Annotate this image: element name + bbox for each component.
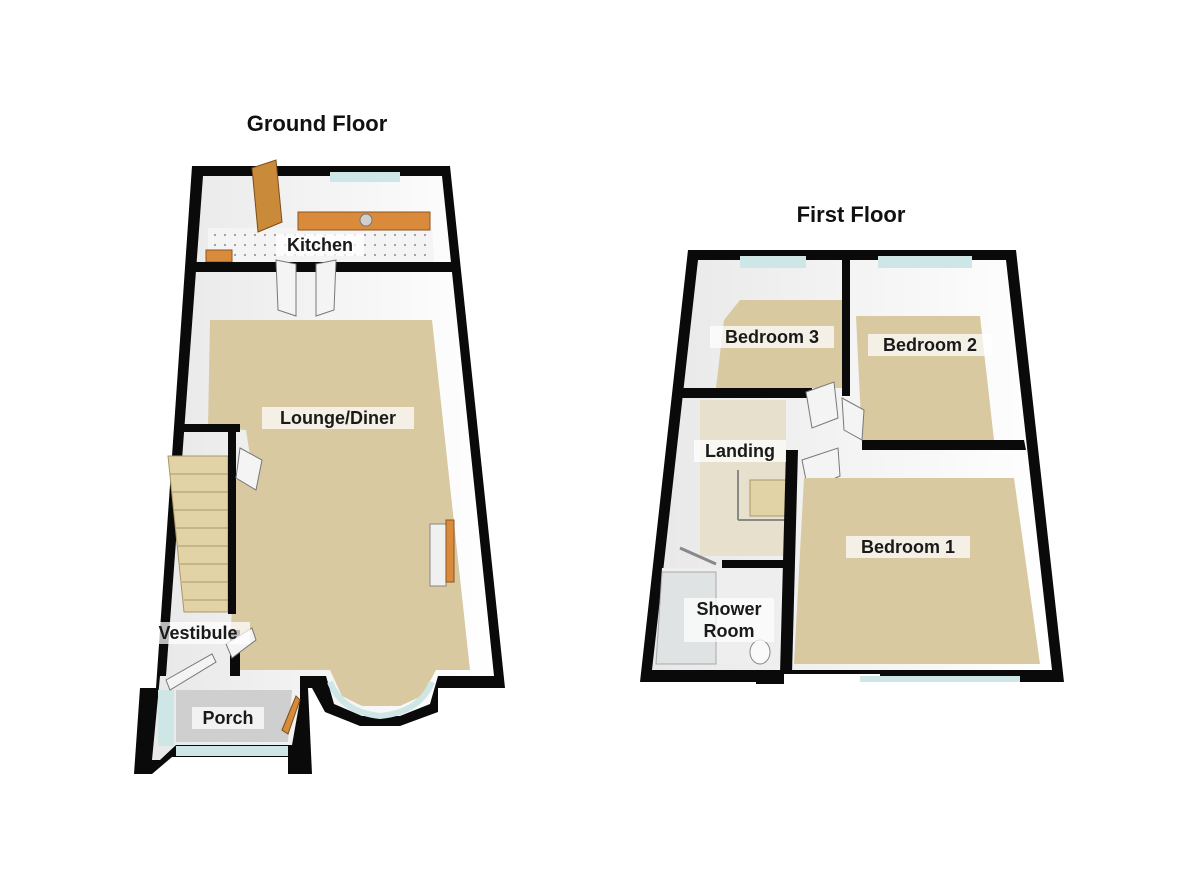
bedroom-1-label: Bedroom 1: [861, 537, 955, 557]
stair-top-wall: [178, 424, 240, 432]
kitchen-sink: [359, 213, 373, 227]
hall-door: [235, 447, 263, 491]
kitchen-window: [330, 172, 400, 182]
lounge-door-right: [315, 259, 337, 317]
porch-inner-door: [165, 653, 217, 691]
porch-label: Porch: [202, 708, 253, 728]
landing-floor: [700, 400, 786, 556]
first-floor-title: First Floor: [797, 202, 906, 227]
bedroom-3-window: [740, 256, 806, 268]
landing-label: Landing: [705, 441, 775, 461]
ground-floor-title: Ground Floor: [247, 111, 388, 136]
vestibule-label: Vestibule: [158, 623, 237, 643]
bedroom-3-label: Bedroom 3: [725, 327, 819, 347]
bedroom-2-door: [841, 397, 865, 441]
landing-stair-rail: [737, 470, 787, 521]
first-floor-plan: [640, 250, 1064, 684]
bedroom-2-label: Bedroom 2: [883, 335, 977, 355]
kitchen-back-door: [251, 159, 283, 233]
lounge-diner-floor: [208, 320, 470, 706]
stair-enclosure-wall: [228, 430, 236, 614]
bedroom-2-window: [878, 256, 972, 268]
bedroom-2-1-partition: [862, 440, 1026, 450]
bay-window: [327, 680, 435, 720]
bedroom-3-landing-partition: [682, 388, 812, 398]
shower-room-partition: [722, 560, 788, 568]
shower-room-label-line-1: Shower: [696, 599, 761, 619]
bedroom-1-floor: [794, 478, 1040, 664]
lounge-door-left: [275, 259, 297, 317]
porch-front-window: [176, 746, 288, 756]
porch-door: [281, 695, 301, 735]
toilet: [749, 639, 771, 665]
bedroom-1-window: [860, 676, 1020, 682]
lounge-sideboard: [429, 523, 447, 587]
shower-room-label-line-2: Room: [704, 621, 755, 641]
bedroom-3-door: [805, 381, 839, 429]
lounge-sideboard-top: [445, 519, 455, 583]
shower-room-door: [679, 546, 717, 566]
kitchen-label: Kitchen: [287, 235, 353, 255]
bedroom-3-2-partition: [842, 250, 850, 396]
porch-window: [158, 690, 174, 746]
lounge-diner-label: Lounge/Diner: [280, 408, 396, 428]
landing-bedroom-1-partition: [780, 450, 798, 674]
kitchen-worktop-left: [205, 249, 233, 263]
